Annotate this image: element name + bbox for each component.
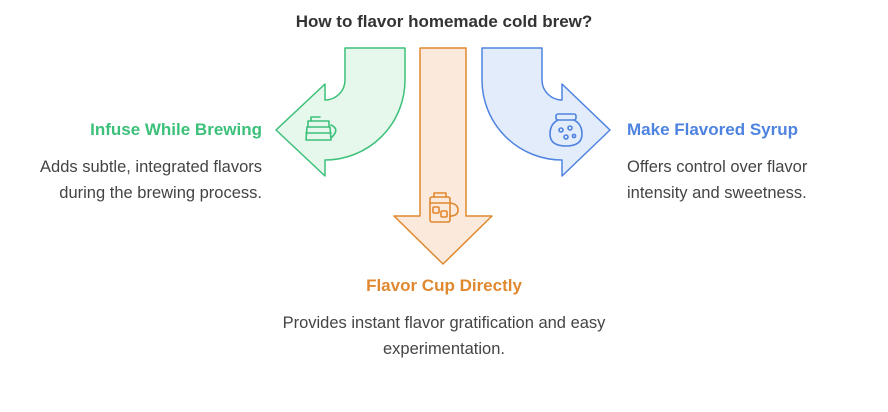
infuse-arrow [275,47,406,177]
cup-heading: Flavor Cup Directly [366,276,522,295]
syrup-description: Offers control over flavor intensity and… [627,158,808,202]
infuse-heading: Infuse While Brewing [90,120,262,139]
infuse-description: Adds subtle, integrated flavors during t… [40,158,262,202]
syrup-arrow [481,47,611,177]
diagram-title: How to flavor homemade cold brew? [295,12,593,31]
syrup-jar-icon [549,113,583,147]
syrup-heading: Make Flavored Syrup [627,120,799,139]
cold-brew-pitcher-icon [305,116,337,141]
cup-arrow [393,47,493,265]
cup-description: Provides instant flavor gratification an… [282,314,606,358]
iced-coffee-mug-icon [429,192,459,223]
